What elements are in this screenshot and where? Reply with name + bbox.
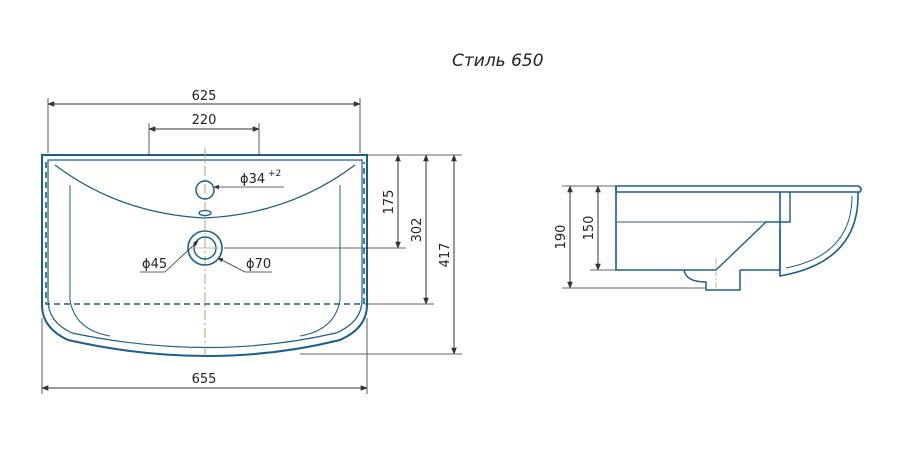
dim-tap-hole-diameter: ϕ34 (240, 172, 265, 187)
basin-rim-line (47, 159, 363, 349)
dim-tap-hole-spacing: 220 (192, 113, 217, 128)
dim-drain-inner-diameter: ϕ45 (142, 257, 167, 272)
side-view-dimensions: 190 150 (554, 185, 706, 289)
dim-height-overall: 190 (554, 225, 569, 250)
side-bowl-bottom (715, 192, 791, 271)
side-bowl-front (779, 191, 859, 277)
side-bowl-inner (785, 195, 853, 269)
dim-depth-bowl: 302 (410, 218, 425, 243)
top-view-dimensions: 625 220 ϕ34 +2 ϕ45 ϕ70 175 302 417 (41, 89, 462, 394)
tap-hole (195, 180, 215, 200)
drawing-title: Стиль 650 (452, 51, 544, 71)
side-view (615, 185, 862, 291)
dim-tap-hole-tolerance: +2 (268, 169, 281, 179)
bowl-dashed-outline (45, 162, 365, 305)
bowl-inner-edge (69, 185, 341, 337)
dim-depth-overall: 417 (438, 243, 453, 268)
dim-depth-to-drain: 175 (382, 190, 397, 215)
dim-height-bowl: 150 (582, 216, 597, 241)
side-back-wall (615, 186, 716, 271)
top-view (41, 148, 368, 358)
dim-width-bottom: 655 (192, 372, 217, 387)
dim-drain-outer-diameter: ϕ70 (246, 257, 271, 272)
side-rim (615, 185, 862, 193)
basin-outer-outline (41, 154, 368, 357)
basin-hood-curve (54, 164, 356, 219)
side-drain-spout (683, 269, 741, 291)
drain-outer (187, 230, 223, 266)
overflow-hole (198, 209, 212, 217)
dim-width-overall: 625 (192, 89, 217, 104)
